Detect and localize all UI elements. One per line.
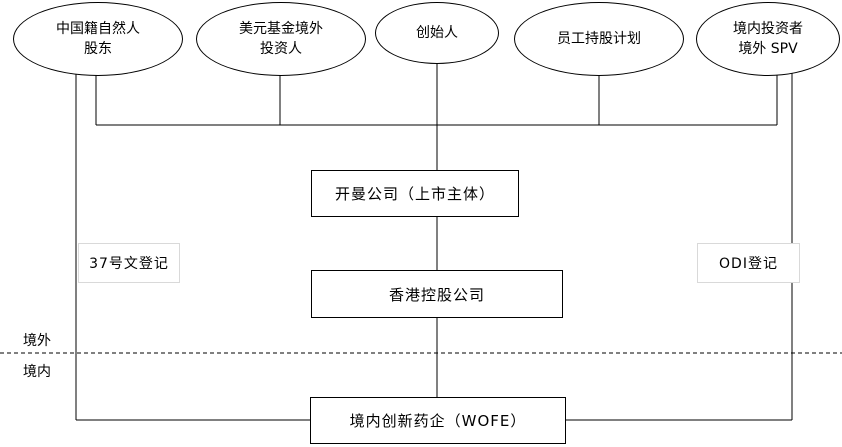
shareholder-chinese-individuals: 中国籍自然人股东 (13, 2, 183, 76)
registration-37-label: 37号文登记 (78, 243, 180, 283)
registration-odi-label: ODI登记 (697, 243, 800, 283)
wofe-box: 境内创新药企（WOFE） (310, 397, 566, 444)
onshore-region-label: 境内 (23, 364, 51, 380)
shareholder-esop: 员工持股计划 (514, 2, 684, 76)
shareholder-usd-fund: 美元基金境外投资人 (196, 2, 366, 76)
shareholder-label-line1: 中国籍自然人 (56, 21, 140, 37)
shareholder-domestic-investor-spv: 境内投资者境外 SPV (696, 2, 840, 76)
hk-holding-box: 香港控股公司 (311, 270, 563, 318)
shareholder-label-line1: 员工持股计划 (557, 31, 641, 47)
shareholder-label-line2: 投资人 (260, 41, 302, 57)
shareholder-label-line1: 境内投资者 (733, 21, 803, 37)
offshore-region-label: 境外 (23, 333, 51, 349)
shareholder-label-line2: 股东 (84, 41, 112, 57)
shareholder-founder: 创始人 (375, 2, 499, 64)
shareholder-label-line2: 境外 SPV (738, 41, 798, 57)
shareholder-label-line1: 美元基金境外 (239, 21, 323, 37)
listed-entity-box: 开曼公司（上市主体） (311, 170, 519, 217)
shareholder-label-line1: 创始人 (416, 25, 458, 41)
